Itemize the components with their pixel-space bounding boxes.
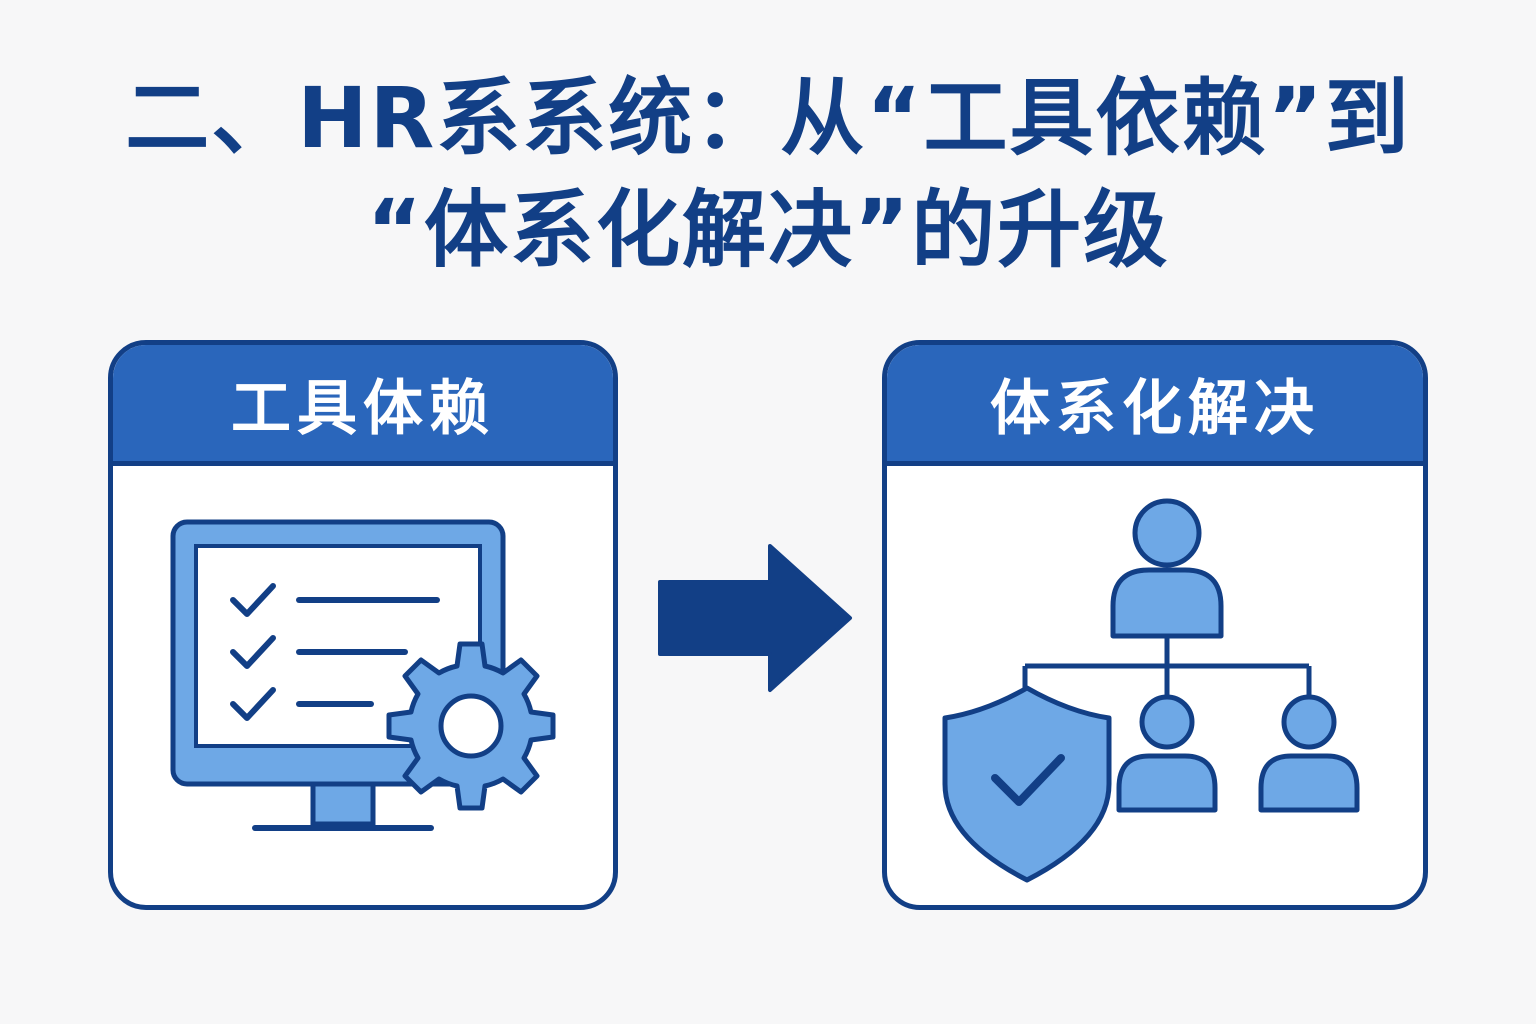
arrow-right-icon (658, 544, 852, 692)
title-line-1: 二、HR系系统：从“工具依赖”到 (125, 69, 1411, 167)
org-chart-shield-icon (942, 498, 1360, 883)
tool-dependency-panel: 工具体赖 (108, 340, 618, 910)
tool-dependency-label: 工具体赖 (231, 373, 495, 444)
title-line-2: “体系化解决”的升级 (366, 181, 1170, 279)
tool-dependency-header: 工具体赖 (113, 345, 613, 466)
page-title: 二、HR系系统：从“工具依赖”到 “体系化解决”的升级 (0, 62, 1536, 286)
monitor-checklist-gear-icon (170, 519, 556, 831)
systematic-solution-header: 体系化解决 (887, 345, 1423, 466)
systematic-solution-panel: 体系化解决 (882, 340, 1428, 910)
systematic-solution-label: 体系化解决 (990, 373, 1320, 444)
